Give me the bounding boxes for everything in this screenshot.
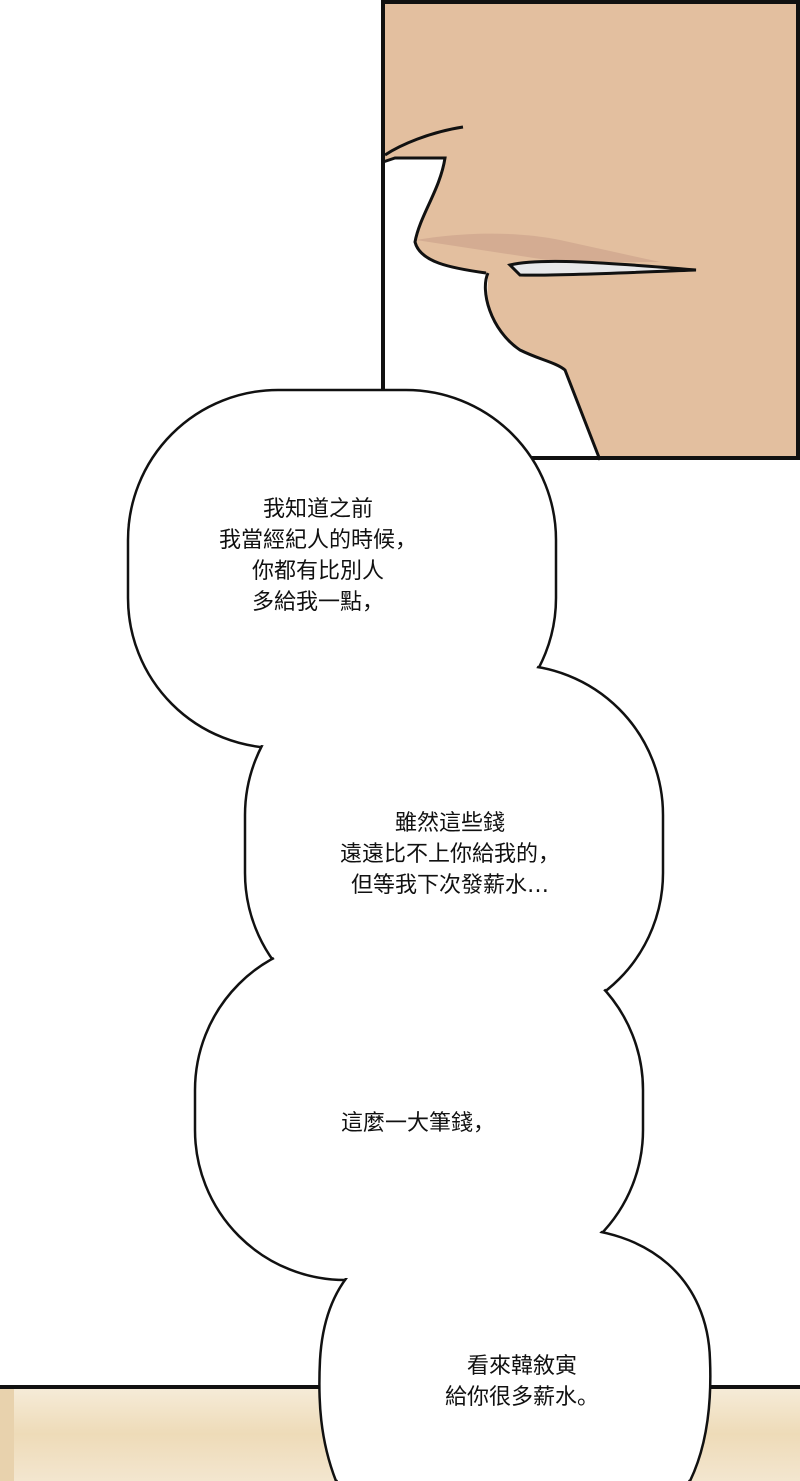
speech-bubble-3: 這麼一大筆錢， (341, 1108, 495, 1139)
bubble-line: 雖然這些錢 (394, 811, 506, 836)
bubble-line: 多給我一點， (251, 590, 385, 615)
face-profile (383, 0, 800, 460)
bubble-line: 給你很多薪水。 (444, 1385, 600, 1410)
face-panel (381, 0, 800, 461)
bubble-line: 遠遠比不上你給我的， (339, 842, 561, 867)
bubble-line: 我當經紀人的時候， (218, 528, 418, 553)
mouth (507, 259, 697, 277)
bubble-line: 但等我下次發薪水… (350, 873, 550, 898)
bubble-line: 你都有比別人 (251, 559, 385, 584)
speech-bubble-4: 看來韓敘寅 給你很多薪水。 (445, 1351, 599, 1413)
bubble-line: 我知道之前 (262, 497, 374, 522)
speech-bubble-1: 我知道之前 我當經紀人的時候， 你都有比別人 多給我一點， (219, 494, 417, 618)
bubble-line: 這麼一大筆錢， (340, 1111, 496, 1136)
speech-bubble-2: 雖然這些錢 遠遠比不上你給我的， 但等我下次發薪水… (340, 808, 560, 901)
bubble-line: 看來韓敘寅 (466, 1354, 578, 1379)
